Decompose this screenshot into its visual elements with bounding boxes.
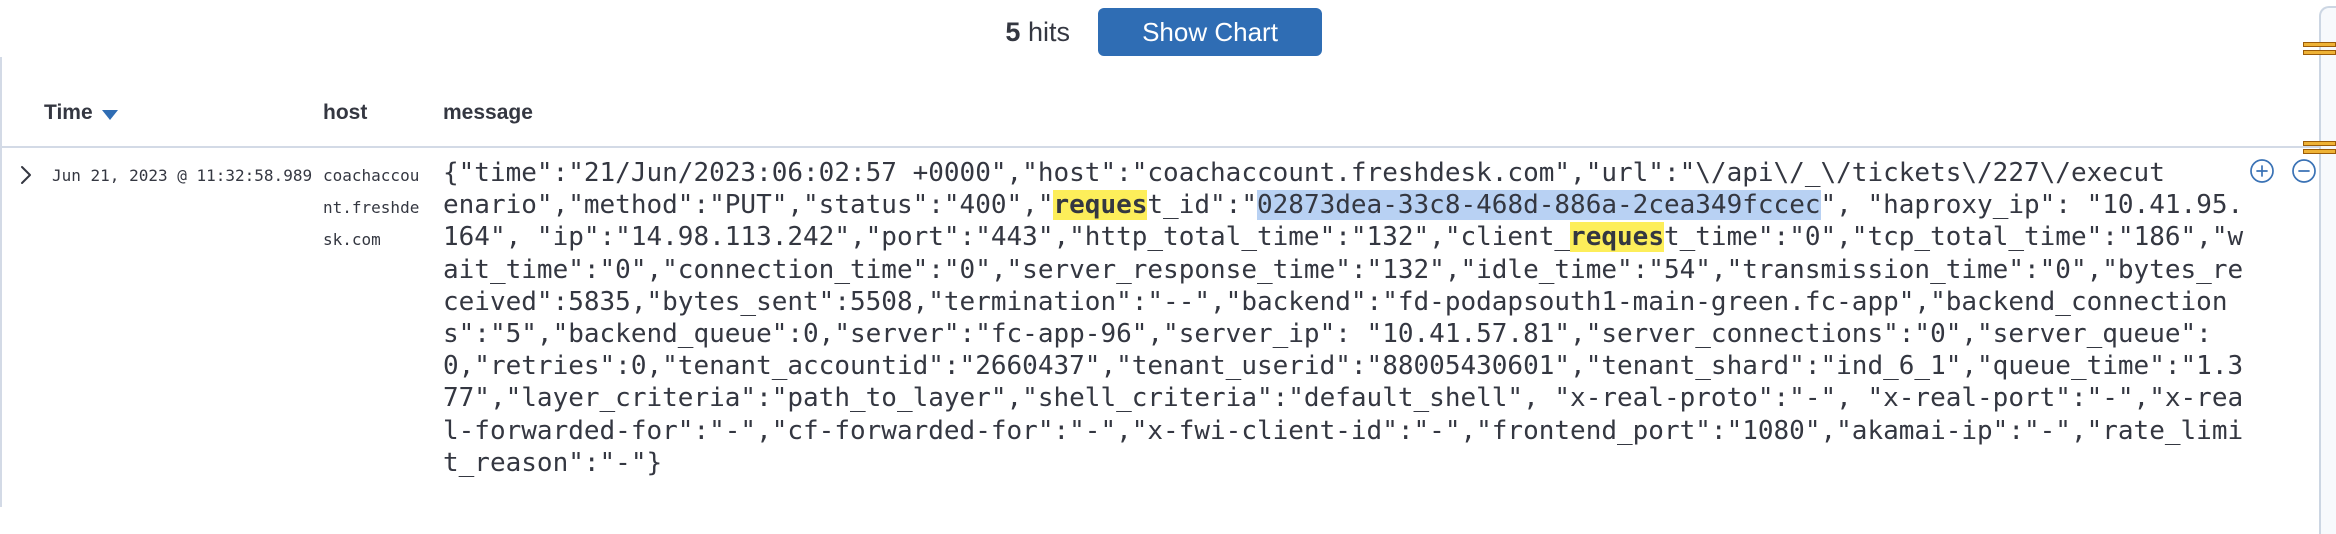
match-marker-bar: [2303, 149, 2336, 154]
message-line: s":"5","backend_queue":0,"server":"fc-ap…: [443, 319, 2212, 350]
match-marker-bar: [2303, 42, 2336, 47]
scrollbar-match-marker: [2303, 141, 2336, 157]
message-line: 77","layer_criteria":"path_to_layer","sh…: [443, 383, 2244, 414]
column-header-time[interactable]: Time: [44, 101, 118, 125]
match-marker-bar: [2303, 141, 2336, 146]
row-cell-time: Jun 21, 2023 @ 11:32:58.989: [52, 166, 313, 185]
filter-out-value-button[interactable]: [2291, 158, 2317, 184]
match-marker-bar: [2303, 50, 2336, 55]
header-divider: [0, 146, 2319, 148]
show-chart-label: Show Chart: [1142, 16, 1278, 47]
show-chart-button[interactable]: Show Chart: [1098, 8, 1322, 56]
message-line: enario","method":"PUT","status":"400","r…: [443, 190, 2244, 221]
sort-descending-icon: [101, 110, 118, 120]
message-line: {"time":"21/Jun/2023:06:02:57 +0000","ho…: [443, 158, 2165, 188]
plus-circle-icon: [2250, 159, 2274, 183]
chevron-right-icon: [21, 166, 31, 184]
panel-right-edge: [2319, 6, 2336, 534]
message-line: l-forwarded-for":"-","cf-forwarded-for":…: [443, 415, 2244, 446]
scrollbar-match-marker: [2303, 42, 2336, 58]
hits-count: 5: [1005, 17, 1021, 47]
message-line: t_reason":"-"}: [443, 447, 663, 478]
host-header-label: host: [323, 101, 368, 124]
expand-row-button[interactable]: [14, 163, 38, 187]
value-filter-actions: [2249, 158, 2317, 184]
message-header-label: message: [443, 101, 533, 124]
column-header-message: message: [443, 101, 533, 125]
table-left-border: [0, 57, 2, 507]
hits-summary: 5 hits: [820, 14, 1070, 50]
message-line: 0,"retries":0,"tenant_accountid":"266043…: [443, 351, 2244, 382]
minus-circle-icon: [2292, 159, 2316, 183]
time-header-label: Time: [44, 101, 93, 124]
row-cell-message: {"time":"21/Jun/2023:06:02:57 +0000","ho…: [443, 157, 2291, 479]
message-line: ceived":5835,"bytes_sent":5508,"terminat…: [443, 286, 2228, 317]
column-header-host: host: [323, 101, 367, 125]
hits-label: hits: [1027, 17, 1070, 47]
row-cell-host: coachaccount.freshdesk.com: [323, 166, 420, 250]
message-line: ait_time":"0","connection_time":"0","ser…: [443, 254, 2244, 285]
filter-for-value-button[interactable]: [2249, 158, 2275, 184]
message-line: 164", "ip":"14.98.113.242","port":"443",…: [443, 222, 2244, 253]
